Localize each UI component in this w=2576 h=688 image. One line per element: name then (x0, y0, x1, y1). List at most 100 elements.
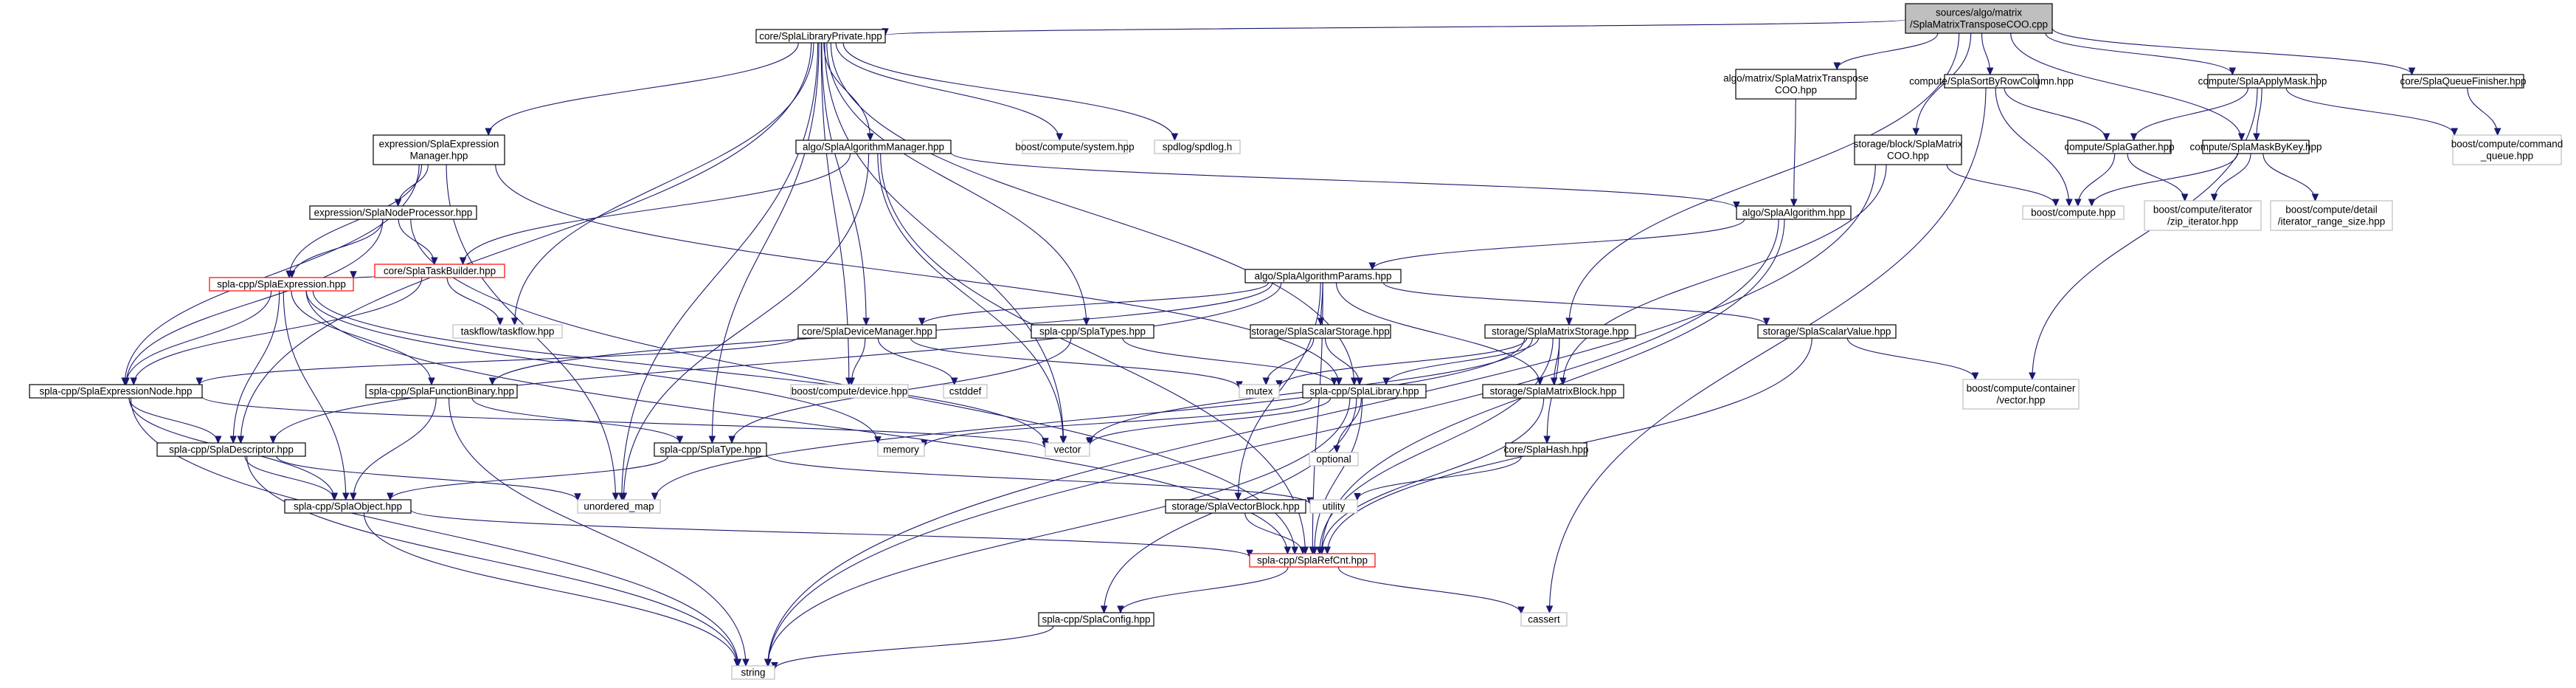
edge-refcnt-to-spla_config (1117, 566, 1289, 614)
edge-line (877, 337, 955, 385)
edge-arrowhead (496, 317, 504, 326)
node-box (1309, 452, 1359, 467)
node-algo_params[interactable]: algo/SplaAlgorithmParams.hpp (1244, 269, 1402, 283)
node-mask_by_key[interactable]: compute/SplaMaskByKey.hpp (2189, 140, 2322, 154)
node-algo_transpose_hpp[interactable]: algo/matrix/SplaMatrixTransposeCOO.hpp (1723, 69, 1869, 100)
edge-node_processor-to-task_builder (398, 219, 438, 266)
edge-spla_library-to-optional (1333, 397, 1362, 454)
node-label: spla-cpp/SplaObject.hpp (294, 501, 402, 512)
edge-lib_private-to-boost_system (835, 42, 1064, 142)
edge-spla_types-to-spla_library (1122, 337, 1338, 386)
edge-arrowhead (2493, 128, 2501, 137)
edge-line (2127, 153, 2186, 202)
node-label: cstddef (949, 386, 982, 397)
edge-arrowhead (342, 492, 350, 501)
edge-arrowhead (708, 436, 716, 444)
edge-function_binary-to-spla_type (471, 397, 684, 444)
node-spla_type[interactable]: spla-cpp/SplaType.hpp (654, 442, 767, 457)
edges-layer (121, 18, 2501, 670)
edge-arrowhead (2052, 199, 2060, 207)
node-box (284, 499, 412, 514)
node-queue_finisher[interactable]: core/SplaQueueFinisher.hpp (2400, 74, 2527, 89)
edge-line (201, 396, 1046, 449)
edge-arrowhead (1971, 372, 1979, 381)
edge-arrowhead (1559, 377, 1567, 386)
node-label: storage/SplaMatrixBlock.hpp (1490, 386, 1617, 397)
node-refcnt[interactable]: spla-cpp/SplaRefCnt.hpp (1249, 553, 1376, 568)
edge-apply_mask-to-mask_by_key (2253, 87, 2262, 142)
edge-line (488, 42, 799, 136)
node-box (1735, 69, 1857, 100)
edge-arrowhead (728, 436, 735, 444)
node-range_size: boost/compute/detail/iterator_range_size… (2270, 200, 2393, 231)
node-sort_by_row[interactable]: compute/SplaSortByRowColumn.hpp (1909, 74, 2074, 89)
edge-descriptor-to-spla_object (244, 455, 338, 501)
edge-algo_manager-to-unordered_map (620, 153, 870, 501)
node-label: core/SplaLibraryPrivate.hpp (759, 31, 882, 42)
edge-line (312, 290, 1046, 445)
node-spla_expression[interactable]: spla-cpp/SplaExpression.hpp (209, 277, 354, 292)
edge-line (353, 397, 437, 500)
node-scalar_value[interactable]: storage/SplaScalarValue.hpp (1757, 324, 1897, 339)
node-label: spla-cpp/SplaTypes.hpp (1039, 326, 1146, 337)
edge-algo_manager-to-refcnt (880, 153, 1309, 555)
node-box (1022, 140, 1128, 154)
node-box (577, 499, 661, 514)
node-matrix_block[interactable]: storage/SplaMatrixBlock.hpp (1482, 384, 1624, 399)
node-box (755, 29, 886, 44)
node-matrix_storage[interactable]: storage/SplaMatrixStorage.hpp (1484, 324, 1636, 339)
edge-arrowhead (1299, 546, 1306, 555)
edge-line (2262, 153, 2316, 202)
edge-line (353, 275, 375, 279)
node-label: spla-cpp/SplaFunctionBinary.hpp (369, 386, 514, 397)
edge-arrowhead (1086, 438, 1093, 447)
edge-line (1278, 337, 1528, 388)
node-device_manager[interactable]: core/SplaDeviceManager.hpp (797, 324, 937, 339)
node-vector_block[interactable]: storage/SplaVectorBlock.hpp (1165, 499, 1306, 514)
edge-arrowhead (1762, 317, 1770, 326)
edge-line (2052, 27, 2413, 75)
edge-refcnt-to-cassert (1337, 566, 1525, 615)
edge-line (291, 290, 432, 385)
edge-device_manager-to-expr_node (195, 336, 799, 386)
edge-line (1946, 164, 2057, 207)
edge-line (363, 512, 738, 667)
node-spla_object[interactable]: spla-cpp/SplaObject.hpp (284, 499, 412, 514)
edge-algo_manager-to-vector (877, 153, 1067, 444)
node-box (797, 324, 937, 339)
node-box (1482, 384, 1624, 399)
edge-matrix_block-to-refcnt (1318, 397, 1545, 555)
edge-arrowhead (612, 492, 620, 501)
node-expr_node[interactable]: spla-cpp/SplaExpressionNode.hpp (29, 384, 203, 399)
node-label: algo/matrix/SplaMatrixTranspose (1723, 73, 1869, 84)
node-box (156, 442, 306, 457)
node-descriptor[interactable]: spla-cpp/SplaDescriptor.hpp (156, 442, 306, 457)
node-label: expression/SplaExpression (379, 139, 499, 150)
node-box (1520, 612, 1568, 627)
node-scalar_storage[interactable]: storage/SplaScalarStorage.hpp (1250, 324, 1391, 339)
node-task_builder[interactable]: core/SplaTaskBuilder.hpp (374, 264, 505, 278)
node-apply_mask[interactable]: compute/SplaApplyMask.hpp (2198, 74, 2327, 89)
node-function_binary[interactable]: spla-cpp/SplaFunctionBinary.hpp (365, 384, 518, 399)
node-algo_hpp[interactable]: algo/SplaAlgorithm.hpp (1736, 205, 1852, 220)
node-algo_manager[interactable]: algo/SplaAlgorithmManager.hpp (795, 140, 952, 154)
node-node_processor[interactable]: expression/SplaNodeProcessor.hpp (309, 205, 477, 220)
node-label: storage/SplaScalarValue.hpp (1763, 326, 1891, 337)
node-spla_types[interactable]: spla-cpp/SplaTypes.hpp (1031, 324, 1154, 339)
node-lib_private[interactable]: core/SplaLibraryPrivate.hpp (755, 29, 886, 44)
edge-spla_expression-to-expr_node (122, 290, 272, 386)
node-hash[interactable]: core/SplaHash.hpp (1504, 442, 1589, 457)
node-box (1302, 384, 1427, 399)
node-string: string (731, 665, 775, 680)
node-label: vector (1054, 444, 1081, 455)
node-label: utility (1323, 501, 1346, 512)
node-root[interactable]: sources/algo/matrix/SplaMatrixTransposeC… (1905, 3, 2053, 34)
edge-line (446, 277, 501, 326)
node-spla_library[interactable]: spla-cpp/SplaLibrary.hpp (1302, 384, 1427, 399)
node-gather[interactable]: compute/SplaGather.hpp (2064, 140, 2175, 154)
node-label: boost/compute/command (2451, 139, 2563, 150)
node-spla_config[interactable]: spla-cpp/SplaConfig.hpp (1038, 612, 1154, 627)
edge-arrowhead (2210, 193, 2218, 202)
